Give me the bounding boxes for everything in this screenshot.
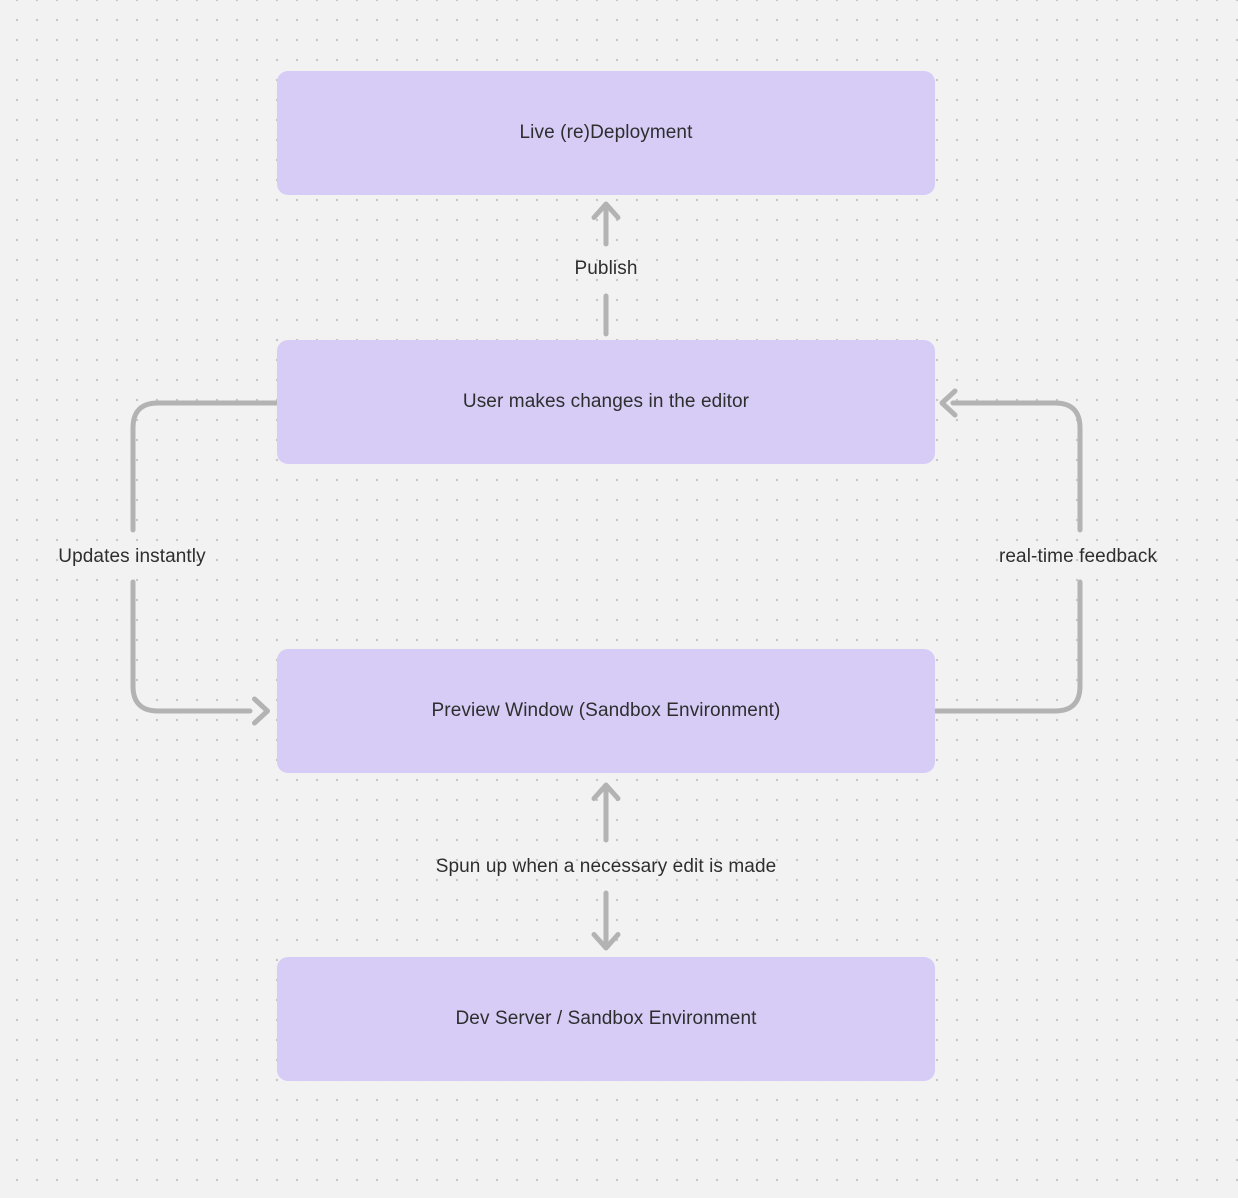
arrow-up-icon bbox=[591, 201, 621, 247]
edge-spun-up-arrows[interactable] bbox=[591, 782, 621, 951]
node-live-redeployment[interactable]: Live (re)Deployment bbox=[277, 71, 935, 195]
edge-publish-arrow[interactable] bbox=[591, 201, 621, 337]
node-label: Preview Window (Sandbox Environment) bbox=[431, 700, 781, 721]
node-label: Live (re)Deployment bbox=[519, 122, 693, 143]
edge-label-spun-up: Spun up when a necessary edit is made bbox=[435, 856, 777, 877]
edge-updates-upper-segment bbox=[130, 400, 280, 533]
edge-realtime-upper-segment bbox=[950, 400, 1083, 533]
node-dev-server[interactable]: Dev Server / Sandbox Environment bbox=[277, 957, 935, 1081]
arrow-up-icon bbox=[591, 782, 621, 843]
node-preview-window[interactable]: Preview Window (Sandbox Environment) bbox=[277, 649, 935, 773]
arrow-left-icon bbox=[939, 388, 958, 418]
edge-realtime-lower-segment bbox=[933, 579, 1083, 714]
edge-updates-lower-segment bbox=[130, 579, 253, 714]
edge-label-publish: Publish bbox=[574, 258, 638, 279]
node-label: Dev Server / Sandbox Environment bbox=[455, 1008, 757, 1029]
node-label: User makes changes in the editor bbox=[462, 391, 750, 412]
arrow-down-icon bbox=[591, 890, 621, 951]
edge-label-updates-instantly: Updates instantly bbox=[58, 546, 206, 567]
edge-label-realtime-feedback: real-time feedback bbox=[998, 546, 1158, 567]
arrow-right-icon bbox=[252, 696, 270, 726]
edge-updates-instantly-arrow[interactable] bbox=[130, 400, 280, 726]
node-editor-changes[interactable]: User makes changes in the editor bbox=[277, 340, 935, 464]
edge-realtime-feedback-arrow[interactable] bbox=[933, 388, 1083, 714]
